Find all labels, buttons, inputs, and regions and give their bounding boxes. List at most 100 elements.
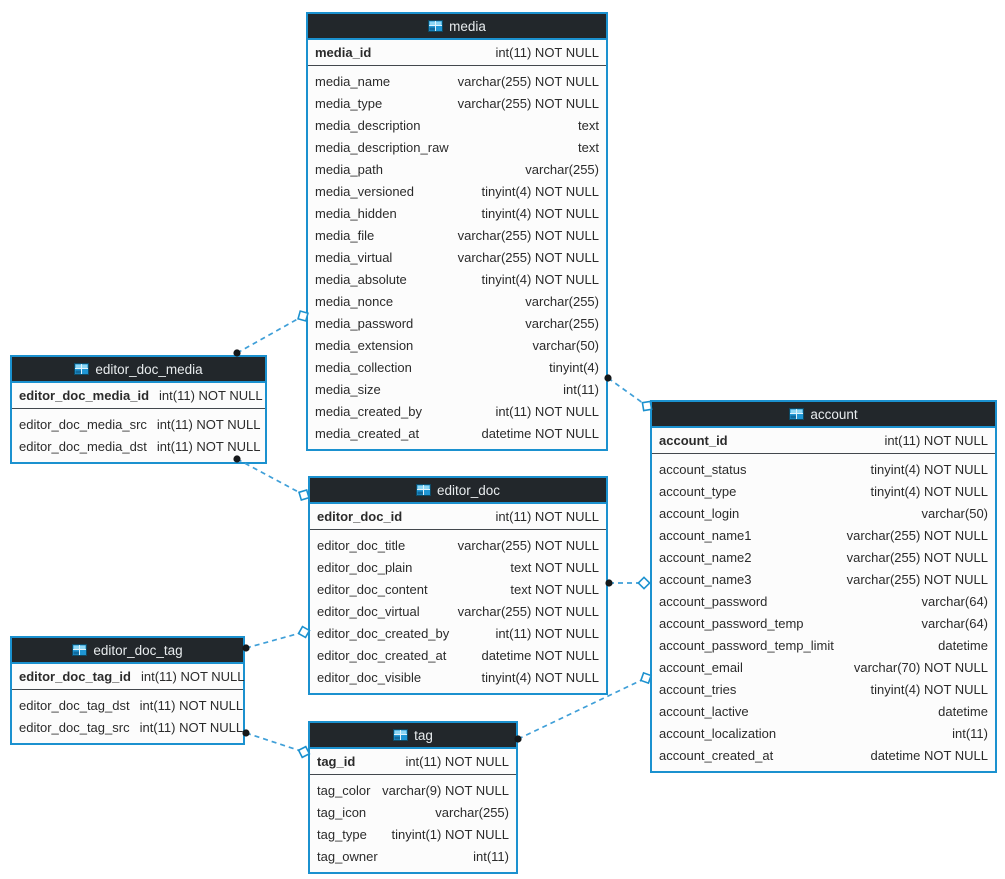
column-type: varchar(255) NOT NULL xyxy=(457,537,599,553)
table-header[interactable]: editor_doc_media xyxy=(12,357,265,383)
column-type: int(11) NOT NULL xyxy=(159,388,263,403)
column-name: editor_doc_virtual xyxy=(317,603,420,619)
table-header[interactable]: editor_doc xyxy=(310,478,606,504)
relationship-diamond-endpoint xyxy=(637,576,651,590)
relationship-editor_doc_media-to-media[interactable] xyxy=(233,310,309,357)
column-type: int(11) NOT NULL xyxy=(156,416,261,432)
table-header[interactable]: editor_doc_tag xyxy=(12,638,243,664)
column-type: int(11) NOT NULL xyxy=(156,438,261,454)
column-name: media_path xyxy=(315,161,383,177)
column-name: editor_doc_created_at xyxy=(317,647,447,663)
table-header[interactable]: tag xyxy=(310,723,516,749)
column-name: editor_doc_visible xyxy=(317,669,422,685)
column-name: account_name1 xyxy=(659,527,752,543)
table-header[interactable]: media xyxy=(308,14,606,40)
column-name: editor_doc_media_dst xyxy=(19,438,147,454)
relationship-editor_doc_tag-to-editor_doc[interactable] xyxy=(242,625,311,652)
relationship-media-to-account[interactable] xyxy=(604,374,653,412)
column-type: varchar(255) xyxy=(525,315,599,331)
column-row[interactable]: media_path varchar(255) xyxy=(308,158,606,180)
column-type: int(11) NOT NULL xyxy=(495,45,599,60)
column-type: tinyint(4) NOT NULL xyxy=(481,183,599,199)
column-type: varchar(255) xyxy=(525,161,599,177)
primary-key-row[interactable]: tag_id int(11) NOT NULL xyxy=(310,749,516,775)
column-name: account_created_at xyxy=(659,747,774,763)
column-name: media_absolute xyxy=(315,271,407,287)
column-type: text xyxy=(578,117,599,133)
relationship-editor_doc-to-account[interactable] xyxy=(605,576,651,590)
column-type: int(11) NOT NULL xyxy=(405,754,509,769)
column-type: varchar(255) NOT NULL xyxy=(457,227,599,243)
column-name: account_status xyxy=(659,461,747,477)
relationship-editor_doc_tag-to-tag[interactable] xyxy=(242,729,311,759)
column-name: tag_id xyxy=(317,754,356,769)
column-type: tinyint(4) NOT NULL xyxy=(481,205,599,221)
column-name: editor_doc_title xyxy=(317,537,406,553)
column-row[interactable]: editor_doc_title varchar(255) NOT NULL xyxy=(310,534,606,556)
column-type: varchar(70) NOT NULL xyxy=(853,659,988,675)
column-name: media_size xyxy=(315,381,381,397)
column-type: varchar(255) xyxy=(525,293,599,309)
column-row[interactable]: editor_doc_media_dst int(11) NOT NULL xyxy=(12,435,265,457)
column-name: media_extension xyxy=(315,337,414,353)
table-header[interactable]: account xyxy=(652,402,995,428)
